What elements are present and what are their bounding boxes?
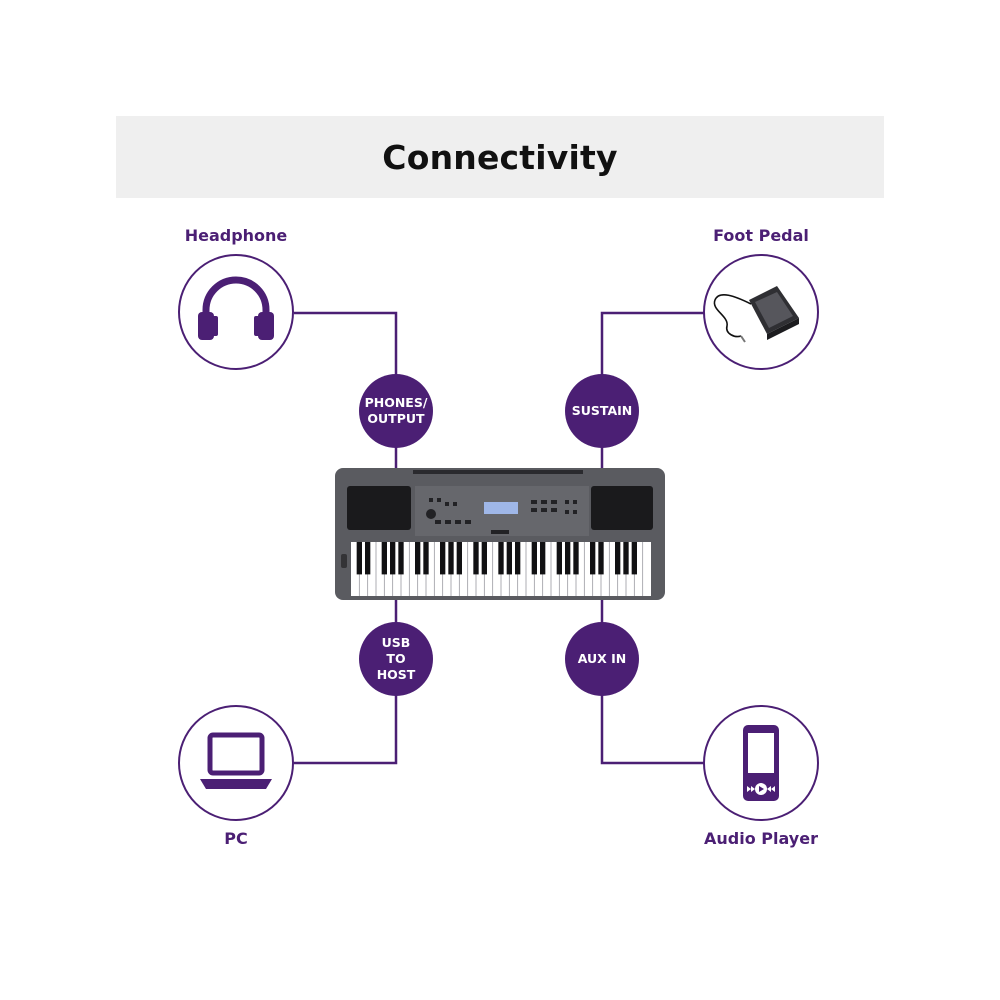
port-aux-in: AUX IN [565,622,639,696]
pc-device [178,705,294,821]
player-wire [600,695,706,765]
port-sustain: SUSTAIN [565,374,639,448]
foot-pedal-icon [713,286,799,343]
port-usb-to-host: USB TO HOST [359,622,433,696]
right-speaker [591,486,653,530]
port-sustain-label: SUSTAIN [571,402,633,418]
port-phones-output-label: PHONES/ OUTPUT [364,394,428,426]
foot-pedal-device [703,254,819,370]
page-title: Connectivity [382,137,618,177]
audio-player-icon [743,725,779,801]
audio-player-device [703,705,819,821]
laptop-icon [200,732,272,789]
port-aux-in-label: AUX IN [577,650,627,666]
audio-player-label: Audio Player [704,829,818,848]
lcd-display [484,502,518,514]
headphone-device [178,254,294,370]
pedal-wire [600,311,706,375]
pc-wire [294,695,398,765]
left-speaker [347,486,411,530]
pc-label: PC [224,829,248,848]
port-usb-to-host-label: USB TO HOST [376,634,416,683]
header-banner: Connectivity [116,116,884,198]
headphone-icon [198,276,274,340]
keyboard-image [335,468,665,600]
port-phones-output: PHONES/ OUTPUT [359,374,433,448]
headphone-wire [294,311,398,375]
foot-pedal-label: Foot Pedal [713,226,809,245]
headphone-label: Headphone [184,226,288,245]
dial [426,509,436,519]
